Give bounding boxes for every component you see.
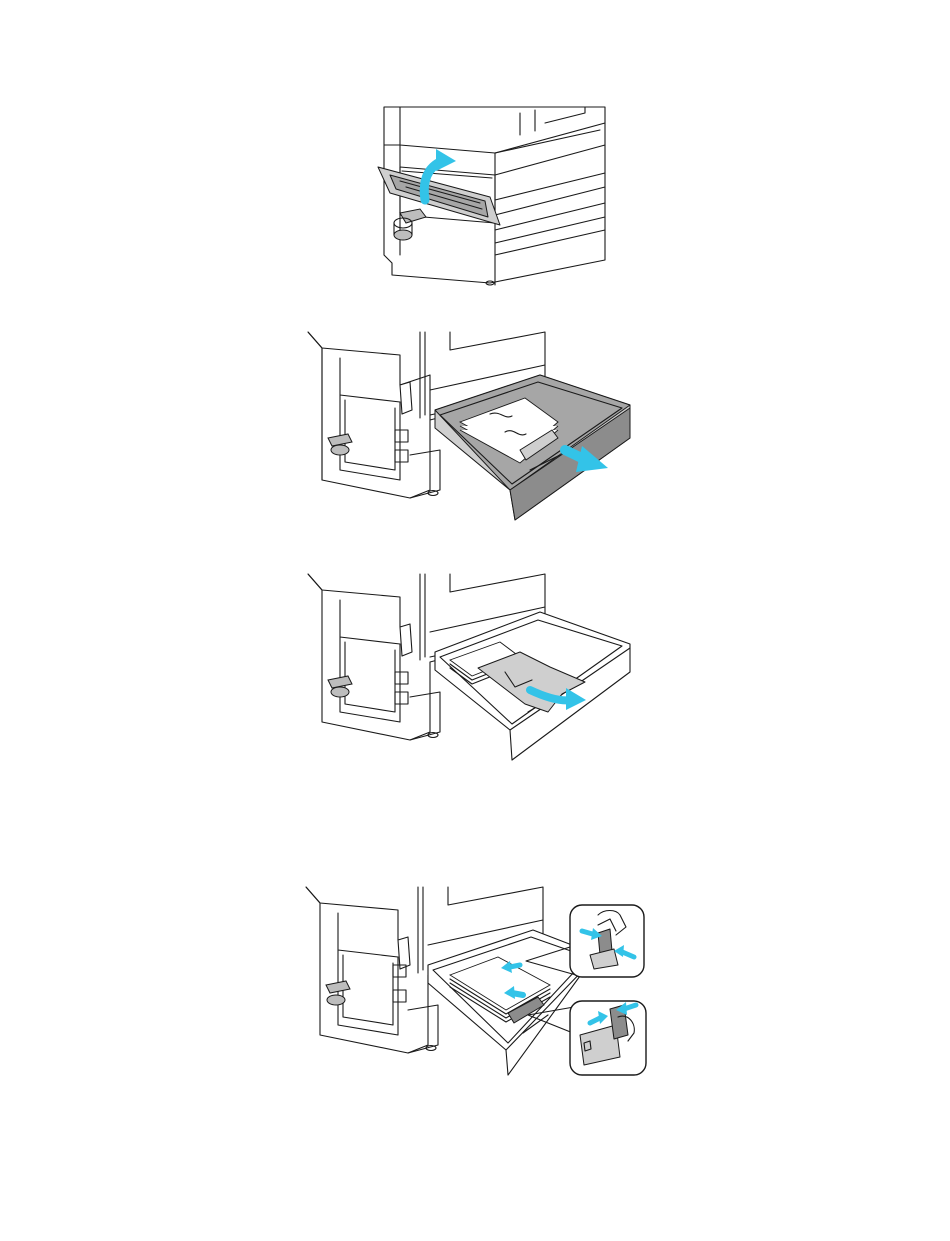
close-left-door-illustration [370, 105, 615, 295]
adjust-paper-guides-illustration [298, 885, 653, 1085]
remove-jammed-paper-illustration [300, 572, 640, 767]
pull-out-tray-illustration [300, 330, 640, 530]
